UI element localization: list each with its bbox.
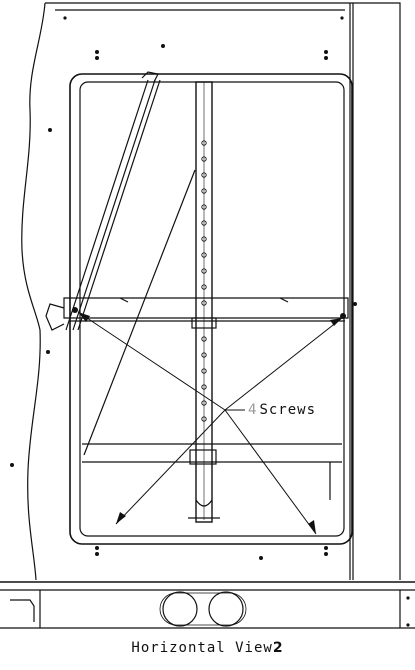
column-foot	[188, 499, 220, 519]
horizontal-crossbar	[45, 297, 349, 331]
bottom-handle-knobs	[159, 591, 247, 627]
crossbar-notch-right	[279, 297, 289, 303]
screw-quantity: 4	[248, 402, 258, 418]
arrow-heads	[78, 312, 342, 534]
view-caption: Horizontal View2	[0, 640, 415, 656]
bottom-base	[0, 581, 415, 629]
door-frame-outer	[69, 73, 353, 545]
column-holes	[201, 140, 207, 422]
screw-label: Screws	[259, 402, 317, 418]
screw-heads	[10, 16, 410, 627]
diagonal-brace	[65, 79, 161, 331]
view-caption-number: 2	[272, 640, 284, 656]
column-clamp	[191, 317, 217, 329]
lower-shelf	[82, 443, 342, 500]
diagonal-line-lower	[83, 169, 196, 456]
crossbar-notch-left	[119, 297, 129, 303]
lower-clamp	[189, 449, 217, 465]
brace-hook	[141, 71, 159, 83]
view-caption-text: Horizontal View	[131, 640, 273, 656]
leader-lines	[77, 311, 343, 535]
cabinet-panel-outline	[21, 2, 401, 581]
